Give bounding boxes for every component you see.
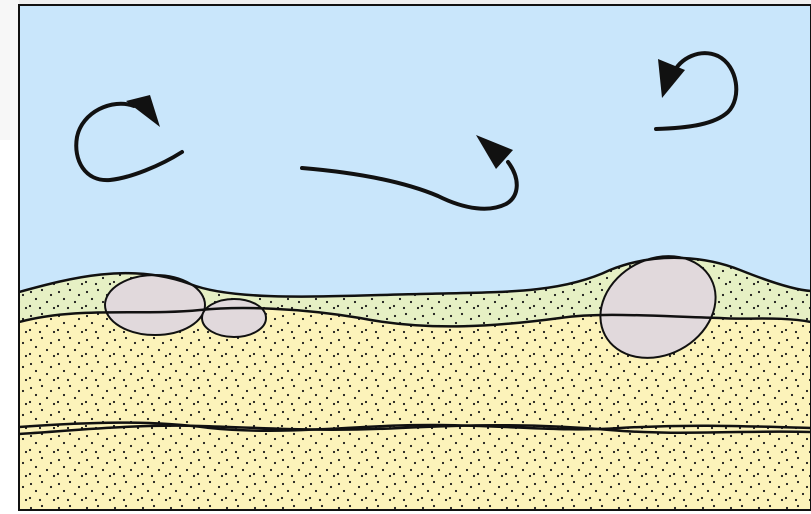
pebble-small	[202, 299, 266, 337]
